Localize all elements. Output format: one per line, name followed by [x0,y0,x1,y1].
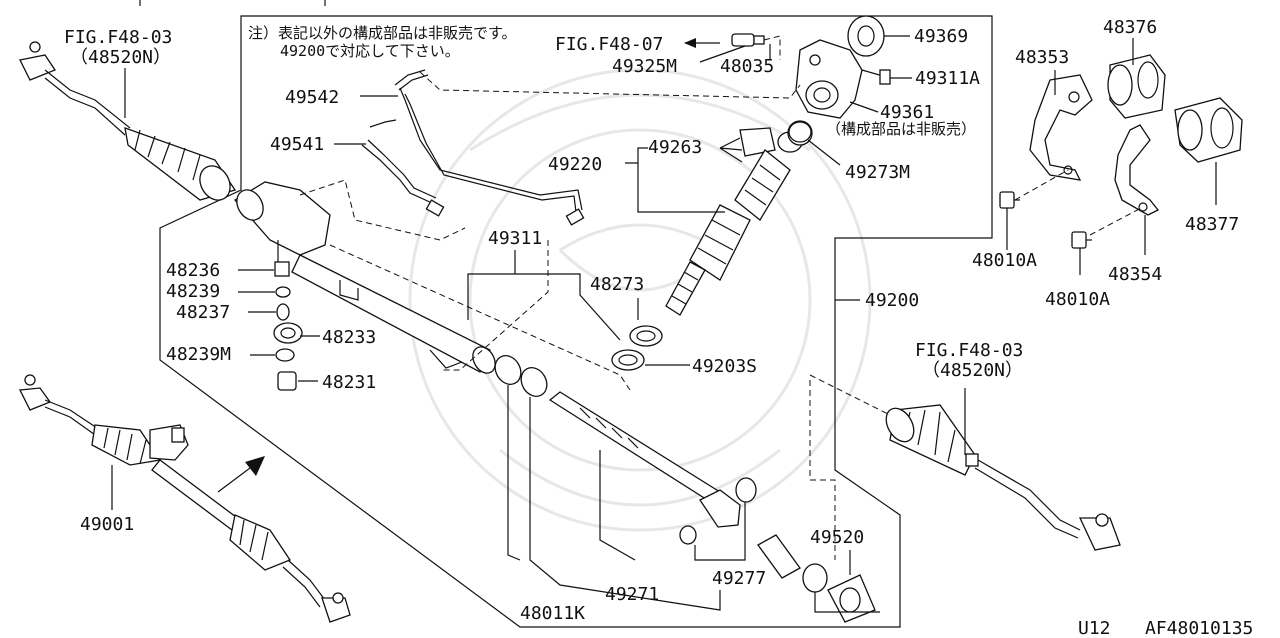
label-49203S: 49203S [692,356,757,377]
bolt-48010A-2 [1071,231,1092,249]
label-48231: 48231 [322,372,376,393]
label-49361: 49361 [880,102,934,123]
fig-ref-top-left-part: （48520N） [70,47,171,68]
label-49273M: 49273M [845,162,910,183]
label-48376: 48376 [1103,17,1157,38]
label-49311A: 49311A [915,68,980,89]
label-48273: 48273 [590,274,644,295]
fig-ref-mid-right-part: （48520N） [922,360,1023,381]
note-line-1: 注）表記以外の構成部品は非販売です。 [248,24,517,42]
label-48354: 48354 [1108,264,1162,285]
label-49325M: 49325M [612,56,677,77]
rack-housing [233,181,496,374]
label-49263: 49263 [648,137,702,158]
label-49001: 49001 [80,514,134,535]
label-49520: 49520 [810,527,864,548]
label-49277: 49277 [712,568,766,589]
footer-code: AF48010135 [1145,618,1253,638]
label-49200: 49200 [865,290,919,311]
fig-ref-top-left: FIG.F48-03 [64,27,172,48]
label-49220: 49220 [548,154,602,175]
pinion-assembly [665,120,813,316]
label-48010A-2: 48010A [1045,289,1110,310]
bushing-48376 [1107,54,1166,119]
label-49271: 49271 [605,584,659,605]
label-48353: 48353 [1015,47,1069,68]
label-49311: 49311 [488,228,542,249]
fig-ref-mid-right: FIG.F48-03 [915,340,1023,361]
fig-ref-top-center: FIG.F48-07 [555,34,663,55]
bracket-48353 [1029,74,1093,181]
label-49542: 49542 [285,87,339,108]
note-line-2: 49200で対応して下さい。 [280,42,460,60]
tie-rod-top-left [19,41,237,201]
sub-note: （構成部品は非販売） [826,120,976,138]
bolt-48010A-1 [999,191,1020,209]
label-48239: 48239 [166,281,220,302]
footer-model: U12 [1078,618,1111,638]
label-49541: 49541 [270,134,324,155]
assembly-outline [159,15,993,628]
label-48011K: 48011K [520,603,585,624]
tie-rod-mid-right [885,404,1121,551]
bushing-48377 [1174,97,1243,163]
label-48239M: 48239M [166,344,231,365]
label-48237: 48237 [176,302,230,323]
label-48377: 48377 [1185,214,1239,235]
label-48010A-1: 48010A [972,250,1037,271]
label-48236: 48236 [166,260,220,281]
label-49369: 49369 [914,26,968,47]
bracket-48354 [1114,124,1160,216]
label-48035: 48035 [720,56,774,77]
steering-rack-assembly [18,374,351,623]
label-48233: 48233 [322,327,376,348]
